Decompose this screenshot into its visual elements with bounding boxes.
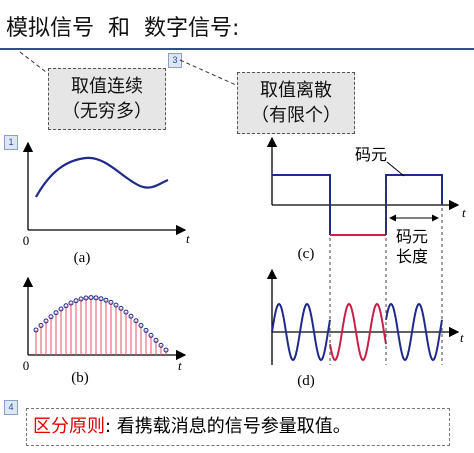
sample-point — [93, 295, 99, 301]
sample-point — [133, 318, 139, 324]
principle-highlight: 区分原则 — [33, 416, 105, 437]
sample-point — [83, 295, 89, 301]
panel-b-caption: (b) — [71, 370, 89, 386]
sample-point — [108, 299, 114, 305]
panel-c-t-label: t — [462, 205, 466, 220]
panel-c-pulse-high-1 — [272, 174, 331, 235]
sample-point — [98, 296, 104, 302]
sample-point — [38, 322, 44, 328]
title-analog: 模拟信号 — [6, 16, 95, 41]
analog-property-box: 取值连续 （无穷多） — [48, 68, 166, 130]
sample-point — [113, 302, 119, 308]
panel-c: t 码元 码元 长度 (c) — [266, 136, 466, 266]
sample-point — [153, 337, 159, 343]
panel-a: 0 t (a) — [23, 141, 190, 266]
sample-point — [58, 306, 64, 312]
page-title: 模拟信号和数字信号: — [6, 10, 239, 42]
principle-text: : 看携载消息的信号参量取值。 — [105, 416, 351, 437]
digital-box-line2: （有限个） — [251, 105, 341, 126]
sample-point — [88, 295, 94, 301]
panel-b: 0 t (b) — [23, 276, 187, 386]
code-length-label-1: 码元 — [396, 227, 428, 246]
sample-point — [48, 314, 54, 320]
sample-point — [78, 296, 84, 302]
code-length-label-2: 长度 — [396, 247, 428, 266]
code-element-label: 码元 — [355, 145, 387, 164]
sample-point — [118, 305, 124, 311]
panel-d-wave-2 — [329, 302, 387, 362]
title-underline — [0, 48, 474, 50]
sample-point — [138, 323, 144, 329]
slide-badge-1: 1 — [4, 135, 18, 150]
digital-property-box: 取值离散 （有限个） — [237, 72, 355, 134]
sample-point — [128, 313, 134, 319]
sample-point — [63, 303, 69, 309]
code-element-leader — [386, 161, 405, 177]
sample-point — [143, 327, 149, 333]
analog-box-line2: （无穷多） — [62, 101, 152, 122]
panel-a-curve — [35, 156, 169, 198]
sample-point — [68, 300, 74, 306]
sample-point — [158, 342, 164, 348]
title-digital: 数字信号: — [144, 16, 240, 41]
title-and: 和 — [108, 16, 131, 41]
sample-point — [123, 309, 129, 315]
sample-point — [43, 318, 49, 324]
sample-point — [163, 347, 169, 353]
slide-badge-4: 4 — [4, 400, 18, 415]
panel-d-caption: (d) — [297, 373, 315, 389]
panel-c-caption: (c) — [298, 246, 315, 262]
panel-b-t-label: t — [178, 358, 182, 373]
sample-point — [53, 310, 59, 316]
panel-a-caption: (a) — [74, 250, 91, 266]
analog-box-line1: 取值连续 — [71, 76, 143, 97]
panel-b-samples — [33, 295, 169, 355]
sample-point — [33, 327, 39, 333]
panel-a-t-label: t — [186, 231, 190, 246]
panel-b-origin: 0 — [23, 358, 30, 373]
panel-a-origin: 0 — [23, 233, 30, 248]
sample-point — [148, 332, 154, 338]
digital-box-line1: 取值离散 — [260, 80, 332, 101]
sample-point — [73, 298, 79, 304]
panel-d-wave-1 — [271, 302, 331, 362]
pointer-analog — [19, 51, 47, 73]
panel-d-wave-3 — [385, 302, 443, 362]
panel-d-t-label: t — [460, 330, 464, 345]
panel-d: t (d) — [266, 268, 464, 389]
sample-point — [103, 297, 109, 303]
distinction-principle-box: 区分原则: 看携载消息的信号参量取值。 — [26, 408, 450, 446]
pointer-digital — [179, 59, 237, 86]
